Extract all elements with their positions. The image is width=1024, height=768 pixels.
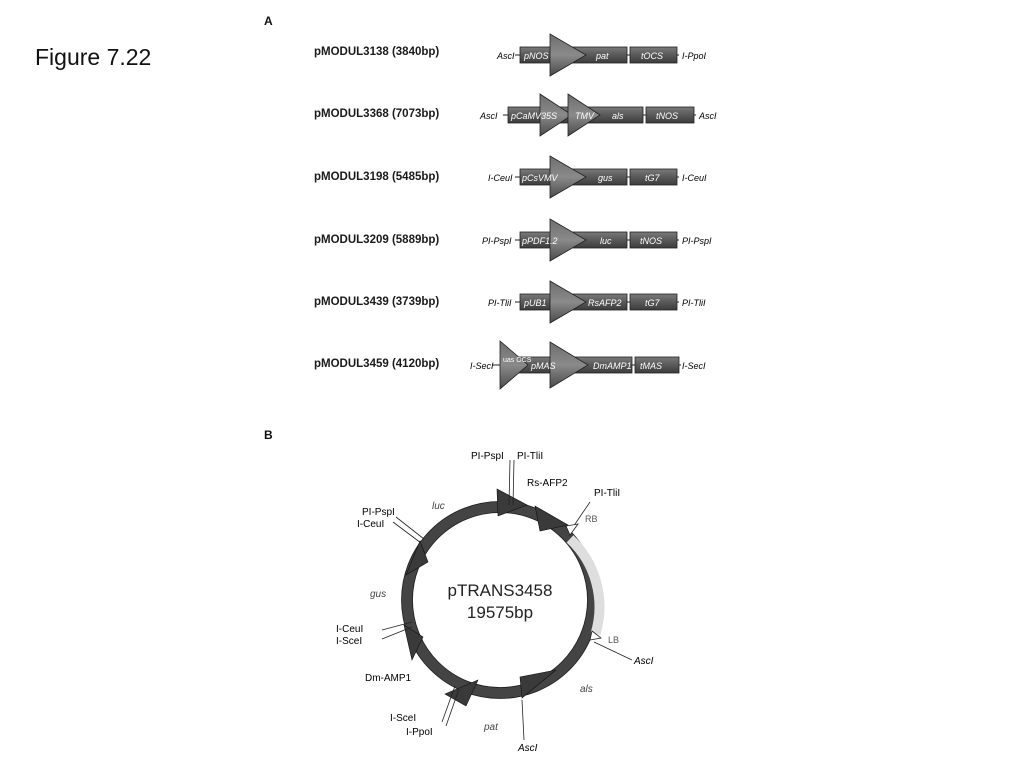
- terminator-block: [645, 106, 695, 124]
- label-dmamp1: Dm-AMP1: [365, 673, 412, 684]
- site-left: PI-PspI: [482, 236, 512, 246]
- terminator-label: tG7: [645, 298, 661, 308]
- rb-marker: [565, 523, 579, 536]
- promoter-arrow: [549, 280, 587, 324]
- promoter-arrow: [549, 33, 587, 77]
- promoter-label: pCsVMV: [521, 173, 559, 183]
- site-left: I-SecI: [470, 361, 494, 371]
- dmamp1-arrowhead: [403, 624, 424, 661]
- gene-label: RsAFP2: [588, 298, 622, 308]
- als-arrowhead: [519, 669, 557, 699]
- rsafp2-arrowhead: [534, 505, 569, 532]
- label-psp-left: PI-PspI: [362, 507, 395, 518]
- gene-label: pat: [595, 51, 609, 61]
- site-right: AscI: [698, 111, 717, 121]
- panel-a-label: A: [264, 14, 273, 28]
- plasmid-size: 19575bp: [467, 603, 533, 622]
- terminator-block: [629, 231, 678, 249]
- figure-title: Figure 7.22: [35, 44, 152, 70]
- gene-label: als: [612, 111, 624, 121]
- construct-name: pMODUL3368 (7073bp): [314, 108, 440, 120]
- construct-name: pMODUL3439 (3739bp): [314, 296, 440, 308]
- terminator-label: tNOS: [640, 236, 662, 246]
- terminator-label: tNOS: [656, 111, 678, 121]
- plasmid-ring: [401, 501, 599, 699]
- terminator-label: tMAS: [640, 361, 662, 371]
- label-ceu-left: I-CeuI: [336, 624, 363, 635]
- label-rsafp2: Rs-AFP2: [527, 478, 568, 489]
- label-asc-bottom: AscI: [517, 743, 538, 754]
- construct-row-1: AscI pNOS pat tOCS I-PpoI: [496, 33, 707, 77]
- label-lb: LB: [608, 635, 619, 645]
- site-left: AscI: [479, 111, 498, 121]
- promoter-arrow: [549, 155, 587, 199]
- label-pat: pat: [483, 722, 499, 733]
- promoter-arrow: [539, 93, 573, 137]
- terminator-label: tOCS: [641, 51, 663, 61]
- promoter-label: pCaMV35S: [510, 111, 557, 121]
- site-right: I-CeuI: [682, 173, 707, 183]
- construct-row-5: PI-TliI pUB1 RsAFP2 tG7 PI-TliI: [488, 280, 706, 324]
- label-ceu-top: I-CeuI: [357, 519, 384, 530]
- label-rb: RB: [585, 514, 598, 524]
- backbone-segment: [566, 535, 605, 636]
- construct-name: pMODUL3459 (4120bp): [314, 358, 440, 370]
- enhancer-arrow: [499, 340, 529, 390]
- construct-row-2: AscI pCaMV35S TMV als tNOS AscI: [479, 93, 717, 137]
- label-gus: gus: [370, 589, 386, 600]
- promoter-label: pMAS: [530, 361, 556, 371]
- site-left: AscI: [496, 51, 515, 61]
- label-als: als: [580, 684, 593, 695]
- extra-label: TMV: [575, 111, 595, 121]
- construct-row-3: I-CeuI pCsVMV gus tG7 I-CeuI: [488, 155, 707, 199]
- label-ppo: I-PpoI: [406, 727, 433, 738]
- label-asc-right: AscI: [633, 656, 654, 667]
- terminator-block: [629, 293, 678, 311]
- construct-name: pMODUL3138 (3840bp): [314, 46, 440, 58]
- terminator-label: tG7: [645, 173, 661, 183]
- lb-marker: [589, 630, 602, 641]
- terminator-block: [629, 46, 678, 64]
- site-right: I-PpoI: [682, 51, 707, 61]
- label-psp-top: PI-PspI: [471, 451, 504, 462]
- construct-name: pMODUL3209 (5889bp): [314, 234, 440, 246]
- label-tli-right: PI-TliI: [594, 488, 620, 499]
- terminator-block: [634, 356, 680, 374]
- site-left: I-CeuI: [488, 173, 513, 183]
- site-right: I-SecI: [682, 361, 706, 371]
- promoter-label: pUB1: [523, 298, 547, 308]
- label-sce-left: I-SceI: [336, 636, 362, 647]
- site-right: PI-PspI: [682, 236, 712, 246]
- promoter-label: pPDF1.2: [521, 236, 558, 246]
- site-right: PI-TliI: [682, 298, 706, 308]
- luc-arrowhead: [496, 488, 528, 517]
- gene-label: luc: [600, 236, 612, 246]
- enhancer-label: uas OCS: [503, 357, 532, 364]
- label-luc: luc: [432, 501, 445, 512]
- gene-label: DmAMP1: [593, 361, 632, 371]
- construct-name: pMODUL3198 (5485bp): [314, 171, 440, 183]
- plasmid-name: pTRANS3458: [448, 581, 553, 600]
- site-left: PI-TliI: [488, 298, 512, 308]
- label-tli-top: PI-TliI: [517, 451, 543, 462]
- gus-arrowhead: [405, 540, 429, 576]
- promoter-arrow: [549, 341, 589, 389]
- construct-row-4: PI-PspI pPDF1.2 luc tNOS PI-PspI: [482, 218, 712, 262]
- panel-b-label: B: [264, 428, 273, 442]
- promoter-arrow: [549, 218, 587, 262]
- promoter-label: pNOS: [523, 51, 549, 61]
- label-sce-bottom: I-SceI: [390, 713, 416, 724]
- terminator-block: [629, 168, 678, 186]
- gene-label: gus: [598, 173, 613, 183]
- enhancer-arrow: [567, 93, 601, 137]
- construct-row-6: I-SecI uas OCS pMAS DmAMP1 tMAS I-SecI: [470, 340, 706, 390]
- plasmid-map: pTRANS3458 19575bp PI-PspI PI-TliI Rs-AF…: [336, 451, 654, 754]
